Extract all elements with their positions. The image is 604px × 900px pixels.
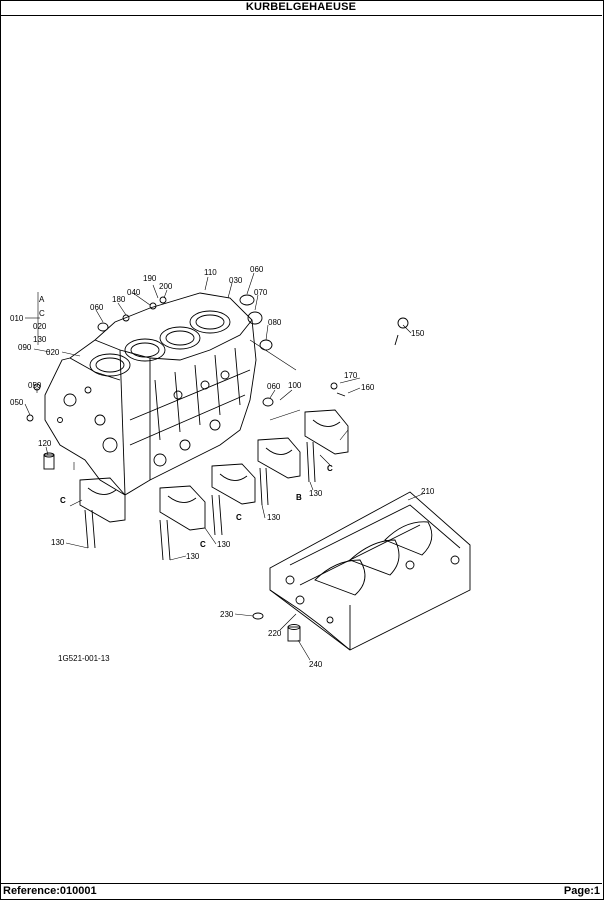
label-030: 030: [229, 276, 243, 285]
label-040: 040: [127, 288, 141, 297]
page-title: KURBELGEHAEUSE: [0, 0, 602, 16]
label-160: 160: [361, 383, 375, 392]
bracket-label-c: C: [39, 309, 45, 318]
lower-crankcase: [269, 491, 471, 651]
bracket-label-a: A: [39, 295, 45, 304]
label-060-top: 060: [250, 265, 264, 274]
bearing-cap-4: [257, 437, 301, 479]
footer-page: Page:1: [563, 885, 600, 897]
tag-c-2: C: [200, 540, 206, 549]
label-130-c: 130: [217, 540, 231, 549]
label-150: 150: [411, 329, 425, 338]
tag-c-front: C: [60, 496, 66, 505]
label-080: 080: [268, 318, 282, 327]
label-130-e: 130: [309, 489, 323, 498]
bracket-label-130: 130: [33, 335, 47, 344]
label-010: 010: [10, 314, 24, 323]
label-100: 100: [288, 381, 302, 390]
label-240: 240: [309, 660, 323, 669]
label-220: 220: [268, 629, 282, 638]
tag-b: B: [296, 493, 302, 502]
label-200: 200: [159, 282, 173, 291]
leader-lines: [24, 272, 426, 661]
small-parts: [26, 294, 409, 642]
label-060-right: 060: [267, 382, 281, 391]
label-020: 020: [46, 348, 60, 357]
label-120: 120: [38, 439, 52, 448]
bearing-cap-3: [211, 463, 256, 505]
label-130-a: 130: [51, 538, 65, 547]
label-050-upper: 050: [28, 381, 42, 390]
label-090: 090: [18, 343, 32, 352]
letter-tags: B C C C C: [60, 464, 333, 549]
bracket-label-020: 020: [33, 322, 47, 331]
label-130-d: 130: [267, 513, 281, 522]
cap-bolts: [84, 441, 316, 561]
label-210: 210: [421, 487, 435, 496]
bearing-cap-2: [159, 485, 206, 531]
label-130-b: 130: [186, 552, 200, 561]
label-110: 110: [204, 268, 217, 277]
label-050-lower: 050: [10, 398, 24, 407]
label-180: 180: [112, 295, 126, 304]
tag-c-rear: C: [327, 464, 333, 473]
label-070: 070: [254, 288, 268, 297]
tag-c-3: C: [236, 513, 242, 522]
footer-reference: Reference:010001: [3, 885, 97, 897]
footer-divider: [0, 883, 602, 884]
label-230: 230: [220, 610, 234, 619]
cylinder-block: [44, 292, 257, 496]
bearing-cap-front: [79, 477, 126, 523]
bracket-labels: A C 020 130: [33, 295, 47, 344]
label-190: 190: [143, 274, 157, 283]
bearing-cap-rear: [304, 409, 349, 455]
label-060-left: 060: [90, 303, 104, 312]
label-170: 170: [344, 371, 358, 380]
part-labels: 010 020 030 040 050 050 060 060 060 070 …: [10, 265, 435, 669]
drawing-code: 1G521-001-13: [58, 654, 110, 663]
